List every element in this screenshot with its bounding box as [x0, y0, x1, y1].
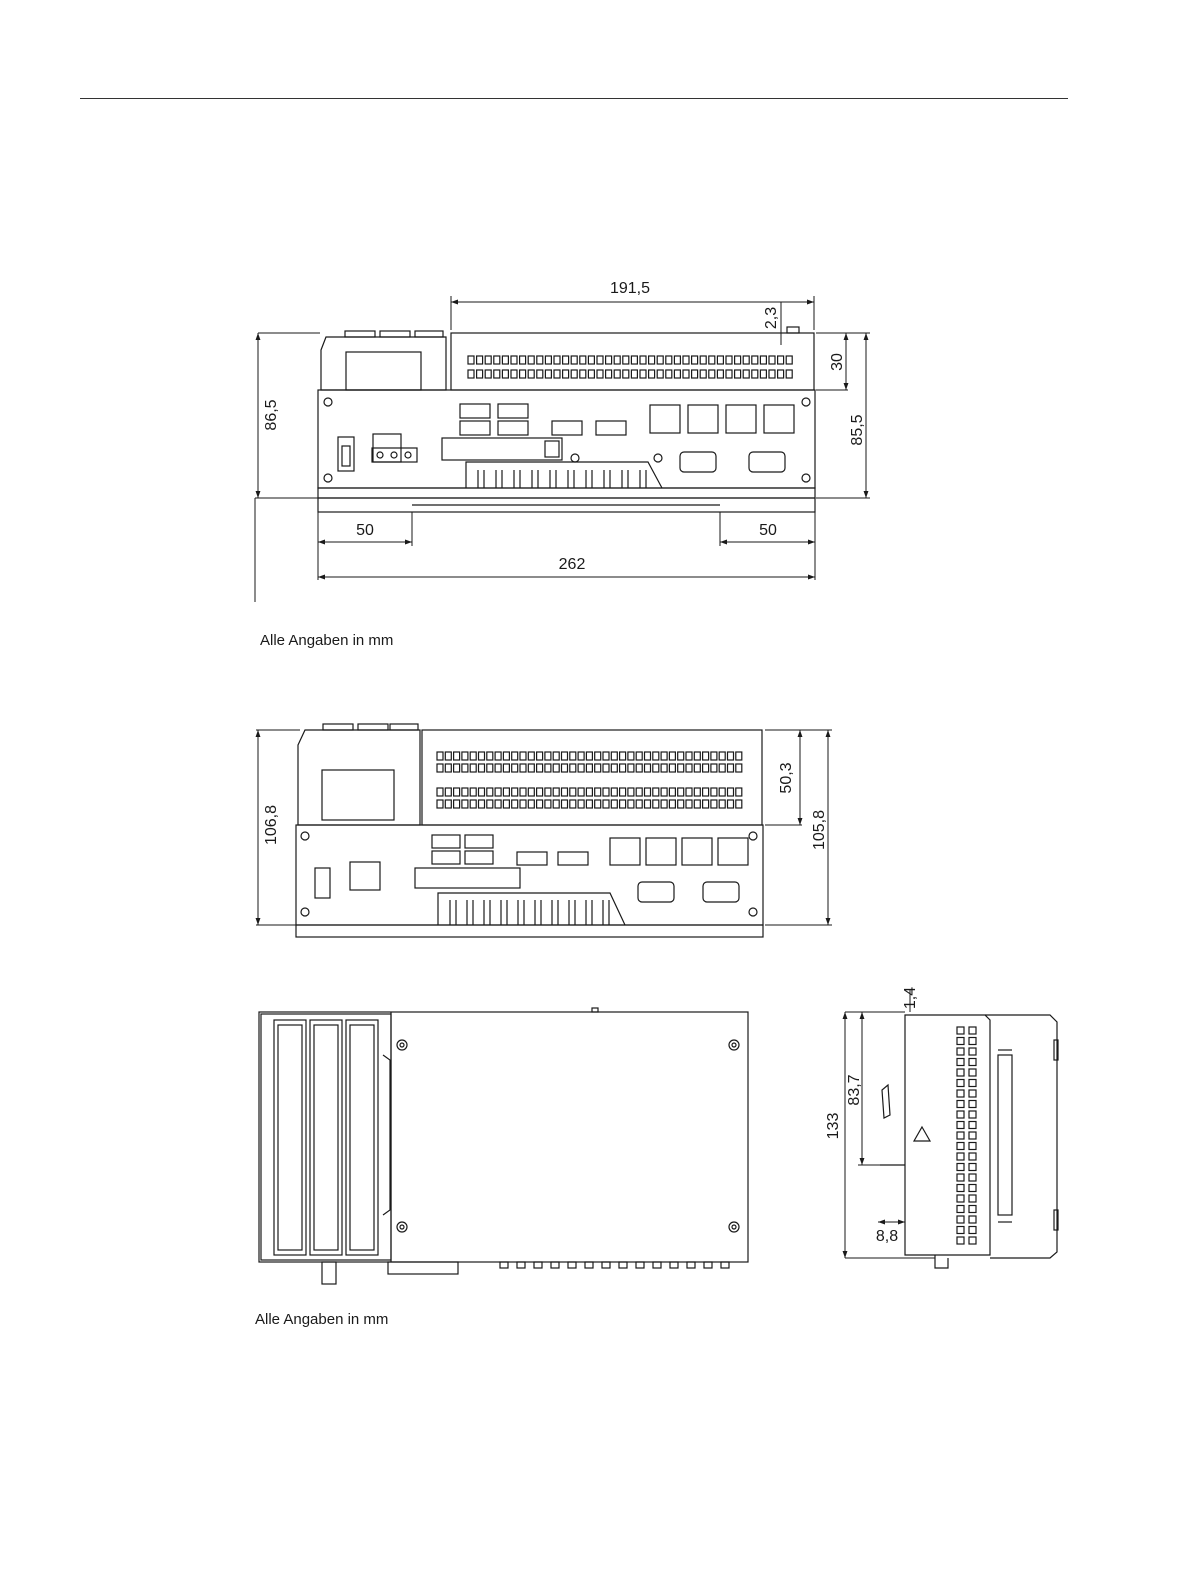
front-view-double-module [296, 724, 763, 937]
dim-106-8: 106,8 [263, 805, 280, 845]
dim-50-right: 50 [759, 522, 777, 539]
dimension-labels-drawing-1: 191,5 2,3 30 85,5 86,5 50 50 262 [263, 280, 866, 573]
dim-86-5: 86,5 [263, 399, 280, 430]
dim-8-8: 8,8 [876, 1228, 898, 1245]
dimensions-drawing-2 [256, 730, 832, 925]
dimensions-drawing-3 [845, 990, 935, 1258]
front-view-single-module [318, 327, 815, 512]
dim-83-7: 83,7 [846, 1074, 863, 1105]
dim-262: 262 [559, 556, 586, 573]
dim-50-left: 50 [356, 522, 374, 539]
caption-units-2: Alle Angaben in mm [255, 1311, 388, 1328]
top-view [259, 1008, 748, 1284]
dim-191-5: 191,5 [610, 280, 650, 297]
side-view [880, 1015, 1058, 1268]
dim-85-5: 85,5 [849, 414, 866, 445]
dim-1-4: 1,4 [902, 987, 919, 1009]
dim-133: 133 [825, 1113, 842, 1140]
dim-2-3: 2,3 [763, 307, 780, 329]
caption-units-1: Alle Angaben in mm [260, 632, 393, 649]
dim-30: 30 [829, 353, 846, 371]
dim-50-3: 50,3 [778, 762, 795, 793]
dim-105-8: 105,8 [811, 810, 828, 850]
